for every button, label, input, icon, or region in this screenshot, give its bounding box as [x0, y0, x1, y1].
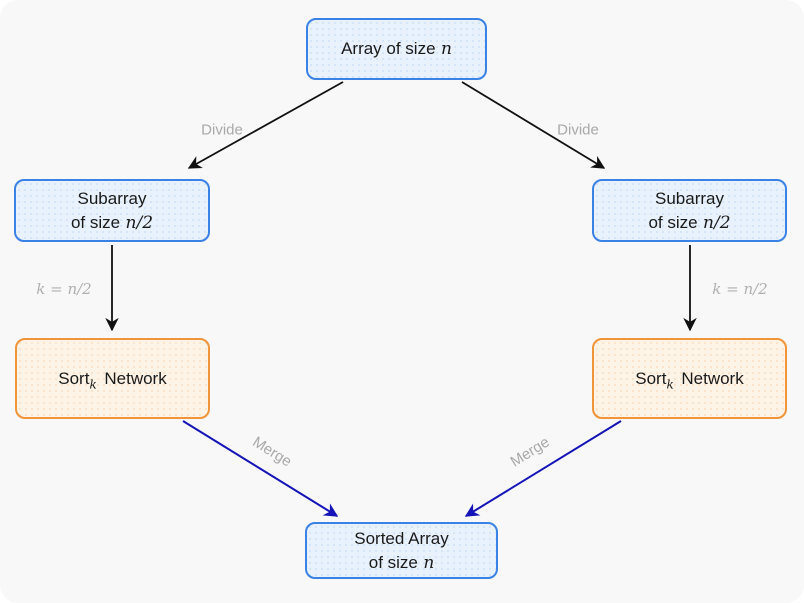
- divide-left-label: Divide: [201, 121, 243, 139]
- node-sort-network-left: Sortk Network: [15, 338, 210, 419]
- merge-right-label: Merge: [507, 433, 553, 471]
- node-array-text: Array of size: [341, 39, 436, 58]
- node-subarray-right-text: of size: [648, 212, 698, 232]
- node-subarray-left-math: n/2: [125, 212, 154, 233]
- node-sort-left-label: Sortk Network: [58, 367, 166, 391]
- node-sort-right-sub-k: k: [666, 376, 674, 391]
- node-subarray-left-line1: Subarray: [77, 188, 147, 208]
- node-sort-network-right: Sortk Network: [592, 338, 787, 419]
- node-sort-left-sort: Sort: [58, 368, 90, 388]
- node-sorted-line1: Sorted Array: [354, 528, 449, 548]
- k-equals-n-over-2-right-label: k = n/2: [712, 280, 768, 298]
- node-sort-left-network: Network: [104, 368, 167, 388]
- node-subarray-right-line1: Subarray: [655, 188, 724, 208]
- node-sort-right-label: Sortk Network: [635, 367, 743, 391]
- node-sort-right-sort: Sort: [635, 368, 667, 388]
- k-equals-n-over-2-left-label: k = n/2: [36, 280, 92, 298]
- node-subarray-right-math: n/2: [703, 212, 731, 233]
- merge-left-label: Merge: [249, 433, 295, 471]
- node-array-math-n: n: [440, 39, 452, 59]
- node-subarray-left-text: of size: [70, 212, 121, 232]
- node-sort-right-network: Network: [681, 368, 744, 388]
- divide-right-label: Divide: [557, 121, 599, 139]
- node-sorted-math: n: [423, 552, 435, 573]
- node-sorted-text: of size: [368, 552, 418, 572]
- node-sort-left-sub-k: k: [89, 376, 97, 391]
